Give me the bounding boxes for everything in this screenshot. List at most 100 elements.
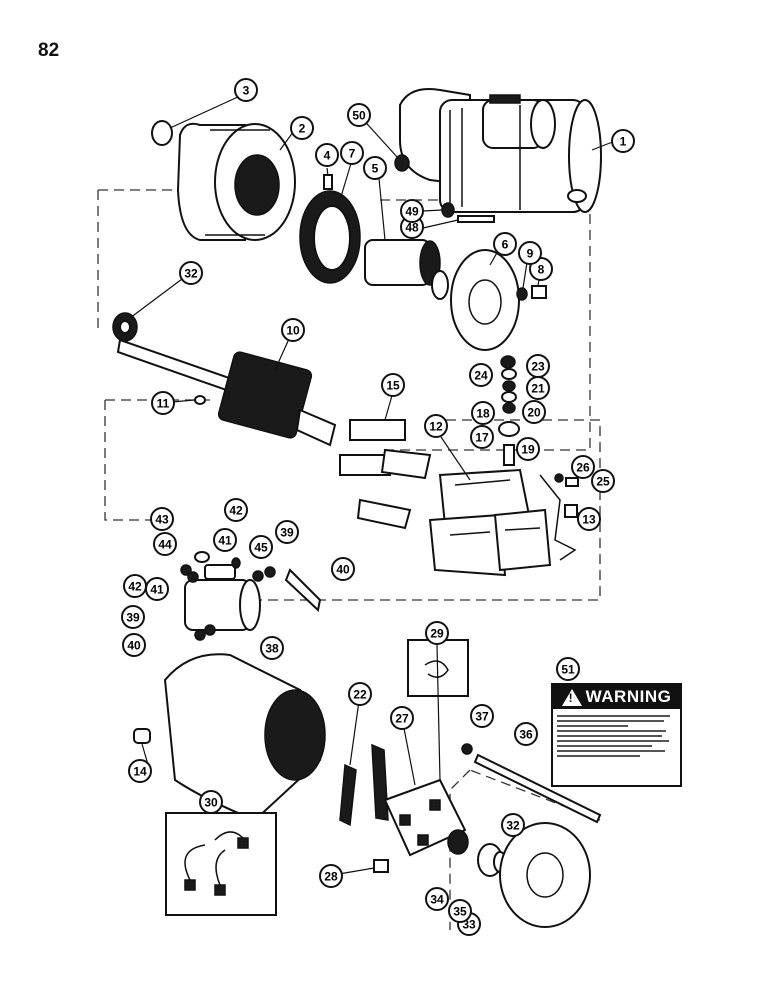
drive-end-housing (176, 122, 296, 241)
callout-number: 23 (531, 360, 545, 374)
callout-circle (400, 199, 424, 223)
callout-51: 51 (556, 657, 580, 681)
callout-circle (611, 129, 635, 153)
callout-18: 18 (471, 401, 495, 425)
brush-set-inset (165, 812, 277, 916)
callout-7: 7 (340, 141, 364, 165)
callout-number: 41 (218, 534, 232, 548)
callout-40: 40 (122, 633, 146, 657)
callout-number: 8 (538, 263, 545, 277)
callout-number: 12 (429, 420, 443, 434)
callout-6: 6 (493, 232, 517, 256)
callout-circle (347, 103, 371, 127)
callout-29: 29 (425, 621, 449, 645)
seal-lower (447, 829, 469, 855)
callout-circle (123, 574, 147, 598)
solenoid-link (284, 568, 322, 612)
through-bolt (473, 753, 602, 824)
callout-17: 17 (470, 425, 494, 449)
callout-number: 3 (243, 84, 250, 98)
callout-10: 10 (281, 318, 305, 342)
callout-30: 30 (199, 790, 223, 814)
washer-49 (441, 202, 455, 218)
callout-number: 24 (474, 369, 488, 383)
callout-number: 20 (527, 406, 541, 420)
callout-circle (290, 116, 314, 140)
callout-35: 35 (448, 899, 472, 923)
callout-circle (493, 232, 517, 256)
pin (323, 174, 333, 190)
callout-circle (199, 790, 223, 814)
callout-9: 9 (518, 241, 542, 265)
terminal-hardware-stack (498, 355, 520, 466)
callout-22: 22 (348, 682, 372, 706)
callout-circle (249, 535, 273, 559)
plug (133, 728, 151, 744)
callout-number: 22 (353, 688, 367, 702)
callout-number: 51 (561, 663, 575, 677)
callout-circle (363, 156, 387, 180)
callout-circle (591, 469, 615, 493)
callout-circle (153, 532, 177, 556)
callout-number: 4 (324, 149, 331, 163)
callout-36: 36 (514, 722, 538, 746)
center-bearing-plate (450, 249, 520, 351)
callout-number: 43 (155, 513, 169, 527)
callout-number: 5 (372, 162, 379, 176)
callout-circle (128, 759, 152, 783)
callout-circle (577, 507, 601, 531)
callout-50: 50 (347, 103, 371, 127)
page-number: 82 (38, 40, 60, 61)
washer-26 (554, 473, 564, 483)
callout-25: 25 (591, 469, 615, 493)
callout-circle (319, 864, 343, 888)
callout-27: 27 (390, 706, 414, 730)
callout-39: 39 (275, 520, 299, 544)
brush-28 (373, 859, 389, 873)
callout-37: 37 (470, 704, 494, 728)
callout-number: 38 (265, 642, 279, 656)
callout-14: 14 (128, 759, 152, 783)
callout-circle (471, 401, 495, 425)
callout-number: 10 (286, 324, 300, 338)
callout-5: 5 (363, 156, 387, 180)
starter-drive (364, 239, 449, 300)
warning-triangle-icon (561, 688, 582, 706)
callout-34: 34 (425, 887, 449, 911)
callout-19: 19 (516, 437, 540, 461)
callout-number: 1 (620, 135, 627, 149)
solenoid (184, 564, 261, 631)
pole-shoes (339, 419, 432, 530)
screw-25 (565, 477, 579, 487)
callout-28: 28 (319, 864, 343, 888)
nut-50 (394, 154, 410, 172)
callout-39: 39 (121, 605, 145, 629)
callout-number: 50 (352, 109, 366, 123)
callout-number: 7 (349, 147, 356, 161)
callout-45: 45 (249, 535, 273, 559)
callout-41: 41 (213, 528, 237, 552)
callout-circle (340, 141, 364, 165)
callout-circle (348, 682, 372, 706)
callout-44: 44 (153, 532, 177, 556)
callout-number: 49 (405, 205, 419, 219)
callout-11: 11 (151, 391, 175, 415)
callout-1: 1 (611, 129, 635, 153)
callout-number: 40 (336, 563, 350, 577)
callout-circle (425, 621, 449, 645)
callout-circle (556, 657, 580, 681)
callout-number: 28 (324, 870, 338, 884)
screw-8 (531, 285, 547, 299)
callout-number: 15 (386, 379, 400, 393)
washer-37 (461, 743, 473, 755)
callout-32: 32 (179, 261, 203, 285)
starter-motor-assembly (399, 88, 602, 213)
callout-number: 34 (430, 893, 444, 907)
brush-holder (383, 778, 467, 857)
callout-41: 41 (145, 577, 169, 601)
callout-circle (213, 528, 237, 552)
callout-circle (469, 363, 493, 387)
callout-number: 19 (521, 443, 535, 457)
bushing (151, 120, 173, 146)
